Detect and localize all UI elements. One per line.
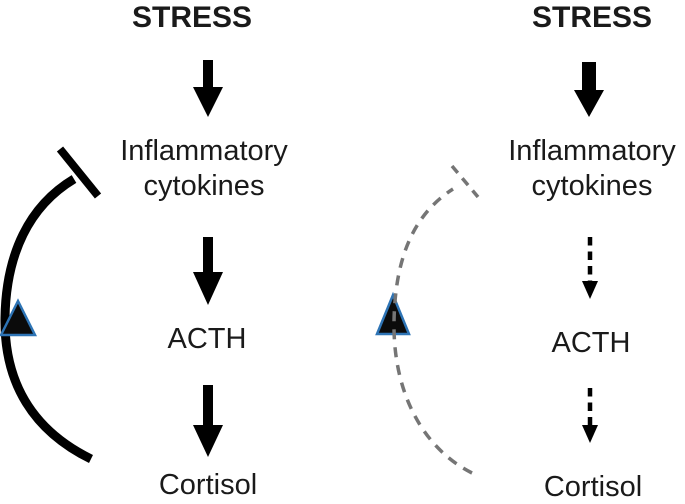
node-label-line: Inflammatory (120, 135, 288, 167)
node-label-line: cytokines (531, 170, 653, 202)
node-cortisol-right: Cortisol (543, 471, 643, 503)
node-label-line: Inflammatory (508, 135, 676, 167)
block-arrow-down-icon (193, 385, 223, 457)
node-inflammatory-cytokines-left: Inflammatory cytokines (120, 134, 288, 204)
block-arrow-down-icon (193, 237, 223, 305)
node-acth-left: ACTH (167, 323, 247, 355)
node-stress-right: STRESS (531, 1, 653, 34)
feedback-inhibition-curve-solid (0, 175, 93, 464)
dashed-arrow-head-icon (582, 281, 598, 299)
node-label-line: cytokines (143, 170, 265, 202)
triangle-marker-icon (0, 298, 38, 337)
block-arrow-down-icon (574, 62, 604, 117)
node-inflammatory-cytokines-right: Inflammatory cytokines (508, 134, 676, 204)
inhibition-bar-dashed (450, 164, 480, 199)
inhibition-bar-solid (56, 146, 102, 199)
block-arrow-down-icon (193, 60, 223, 117)
node-cortisol-left: Cortisol (158, 469, 258, 501)
dashed-arrow-head-icon (582, 425, 598, 443)
node-acth-right: ACTH (551, 327, 631, 359)
node-stress-left: STRESS (131, 1, 253, 34)
